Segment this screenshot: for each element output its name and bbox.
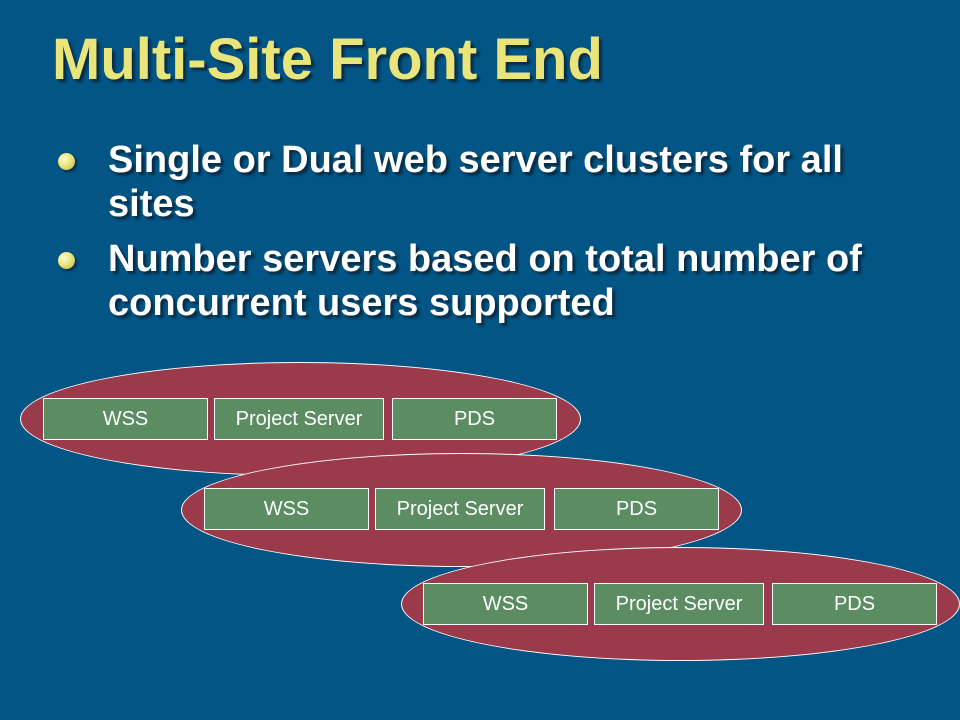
pds-box: PDS: [772, 583, 937, 625]
bullet-dot-icon: [58, 252, 75, 269]
wss-box: WSS: [423, 583, 588, 625]
wss-box: WSS: [204, 488, 369, 530]
bullet-item: Number servers based on total number of …: [50, 237, 930, 325]
bullet-text: Single or Dual web server clusters for a…: [108, 139, 843, 225]
bullet-list: Single or Dual web server clusters for a…: [50, 138, 930, 336]
bullet-dot-icon: [58, 153, 75, 170]
wss-box: WSS: [43, 398, 208, 440]
project-server-box: Project Server: [594, 583, 764, 625]
pds-box: PDS: [392, 398, 557, 440]
bullet-item: Single or Dual web server clusters for a…: [50, 138, 930, 226]
pds-box: PDS: [554, 488, 719, 530]
slide-title: Multi-Site Front End: [52, 27, 603, 92]
project-server-box: Project Server: [375, 488, 545, 530]
project-server-box: Project Server: [214, 398, 384, 440]
bullet-text: Number servers based on total number of …: [108, 238, 862, 324]
